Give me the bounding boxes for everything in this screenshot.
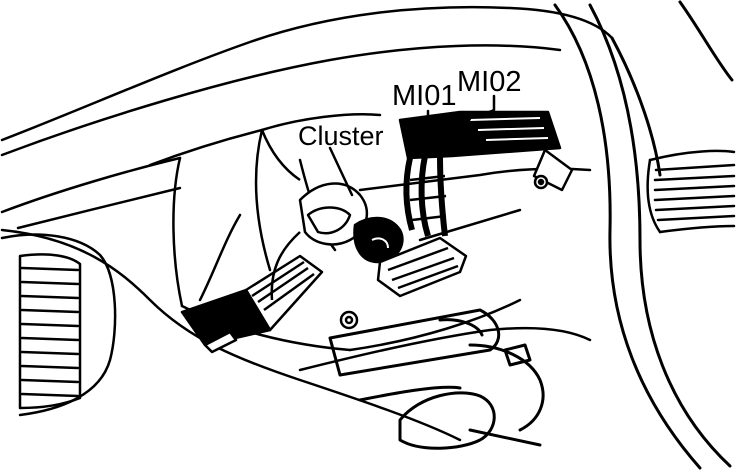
a-pillar [553, 0, 734, 470]
mi01-label: MI01 [392, 80, 457, 112]
right-air-vent [646, 149, 736, 234]
dashboard-outline [0, 5, 614, 230]
leader-mi02 [464, 94, 496, 120]
leader-cluster [328, 146, 354, 197]
cluster-label: Cluster [298, 121, 384, 151]
left-air-vent [0, 228, 462, 442]
leader-mi01 [412, 109, 430, 152]
hand-and-wiring [260, 129, 404, 301]
bolt [339, 310, 359, 330]
mi-connector-assembly [376, 110, 574, 298]
steering-column [328, 308, 545, 450]
mi02-label: MI02 [457, 66, 522, 98]
cluster-connector [180, 254, 324, 354]
label-leaders [328, 94, 496, 197]
